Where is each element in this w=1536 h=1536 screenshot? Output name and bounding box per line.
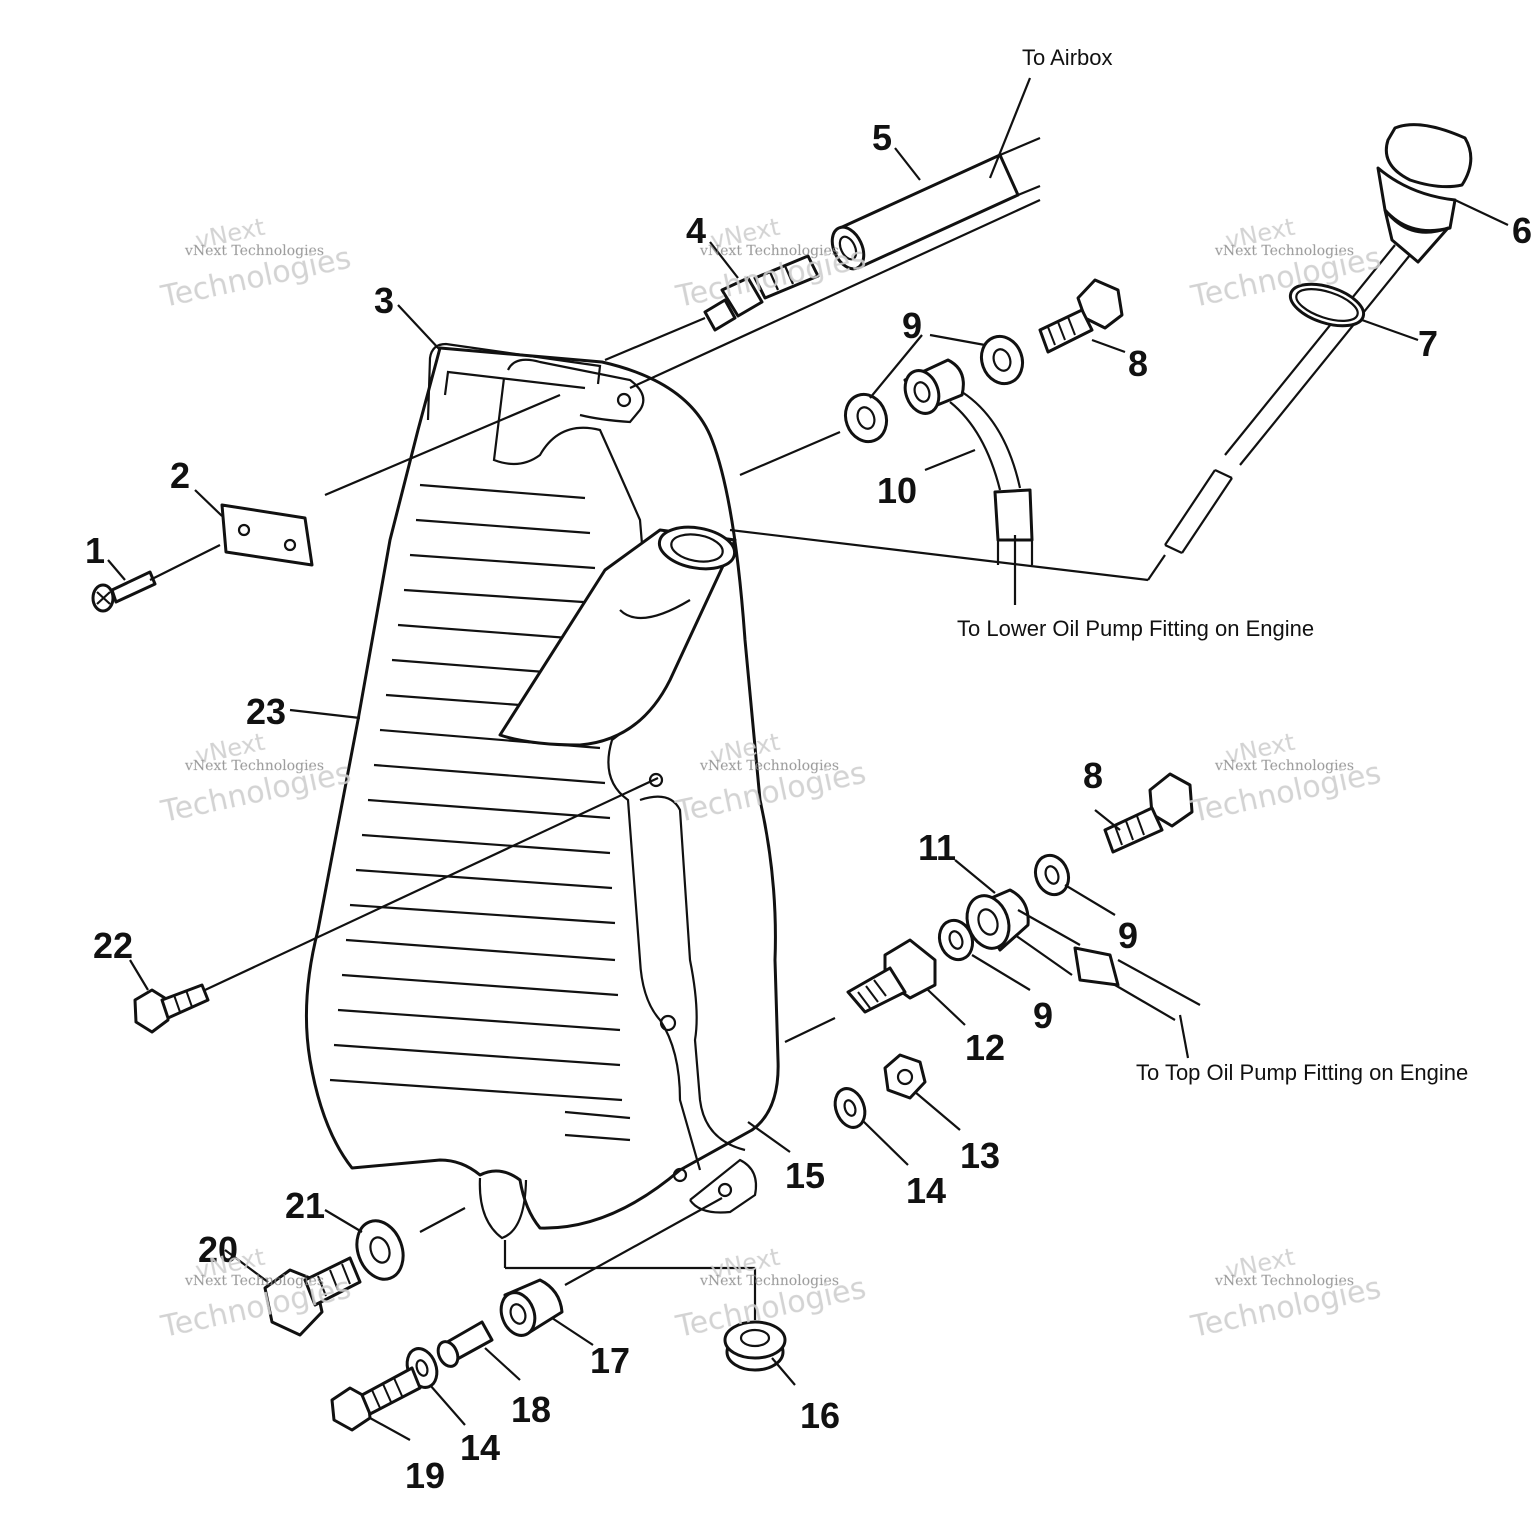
grommet	[723, 1320, 787, 1372]
assembly-lines	[149, 199, 1166, 1320]
callout-16: 16	[800, 1395, 840, 1436]
svg-text:vNext Technologies: vNext Technologies	[1214, 243, 1354, 259]
svg-text:vNext Technologies: vNext Technologies	[699, 1273, 839, 1289]
watermark-7: vNext vNext Technologies Technologies	[157, 1243, 354, 1345]
routing-notes: To Airbox To Lower Oil Pump Fitting on E…	[957, 45, 1468, 1085]
callout-1: 1	[85, 530, 105, 571]
watermarks: vNext vNext Technologies Technologies vN…	[157, 213, 1384, 1345]
callout-5: 5	[872, 117, 892, 158]
callout-10: 10	[877, 470, 917, 511]
upper-banjo-assembly	[843, 278, 1124, 565]
mounting-hardware	[330, 1278, 564, 1432]
callout-22: 22	[93, 925, 133, 966]
svg-text:vNext Technologies: vNext Technologies	[184, 758, 324, 774]
watermark-6: vNext vNext Technologies Technologies	[1187, 728, 1384, 830]
note-to-airbox: To Airbox	[1022, 45, 1113, 70]
callout-9-right: 9	[1118, 915, 1138, 956]
callout-9-lower: 9	[1033, 995, 1053, 1036]
svg-text:vNext Technologies: vNext Technologies	[184, 1273, 324, 1289]
watermark-9: vNext vNext Technologies Technologies	[1187, 1243, 1384, 1345]
drain-bolt	[263, 1219, 405, 1337]
part-callouts: 1 2 3 4 5 6 7 8 9 10 8 11 9 9 12 13 14 1…	[85, 117, 1532, 1496]
nut-and-washer	[833, 1053, 927, 1129]
plate-and-screws	[91, 503, 314, 1034]
callout-12: 12	[965, 1027, 1005, 1068]
watermark-4: vNext vNext Technologies Technologies	[157, 728, 354, 830]
dipstick-cap	[1164, 123, 1473, 554]
svg-text:vNext Technologies: vNext Technologies	[699, 243, 839, 259]
tank-ribs	[329, 483, 631, 1142]
note-to-top-oil-pump: To Top Oil Pump Fitting on Engine	[1136, 1060, 1468, 1085]
callout-17: 17	[590, 1340, 630, 1381]
breather-fitting	[703, 254, 820, 332]
callout-14-left: 14	[460, 1427, 500, 1468]
svg-text:vNext Technologies: vNext Technologies	[184, 243, 324, 259]
callout-8-upper: 8	[1128, 343, 1148, 384]
callout-19: 19	[405, 1455, 445, 1496]
watermark-1: vNext vNext Technologies Technologies	[157, 213, 354, 315]
callout-21: 21	[285, 1185, 325, 1226]
callout-13: 13	[960, 1135, 1000, 1176]
callout-18: 18	[511, 1389, 551, 1430]
filler-neck	[498, 525, 737, 747]
callout-7: 7	[1418, 323, 1438, 364]
screen-fitting	[846, 938, 937, 1014]
callout-leaders	[107, 77, 1509, 1441]
svg-text:vNext Technologies: vNext Technologies	[1214, 758, 1354, 774]
lower-banjo-assembly	[937, 772, 1201, 1021]
callout-9-upper: 9	[902, 305, 922, 346]
callout-23: 23	[246, 691, 286, 732]
callout-3: 3	[374, 280, 394, 321]
callout-15: 15	[785, 1155, 825, 1196]
callout-6: 6	[1512, 210, 1532, 251]
callout-14-right: 14	[906, 1170, 946, 1211]
oil-tank	[304, 342, 780, 1240]
callout-2: 2	[170, 455, 190, 496]
note-to-lower-oil-pump: To Lower Oil Pump Fitting on Engine	[957, 616, 1314, 641]
callout-20: 20	[198, 1229, 238, 1270]
breather-hose	[830, 136, 1041, 271]
callout-11: 11	[918, 827, 956, 868]
callout-8-lower: 8	[1083, 755, 1103, 796]
svg-text:vNext Technologies: vNext Technologies	[1214, 1273, 1354, 1289]
svg-text:vNext Technologies: vNext Technologies	[699, 758, 839, 774]
callout-4: 4	[686, 210, 706, 251]
